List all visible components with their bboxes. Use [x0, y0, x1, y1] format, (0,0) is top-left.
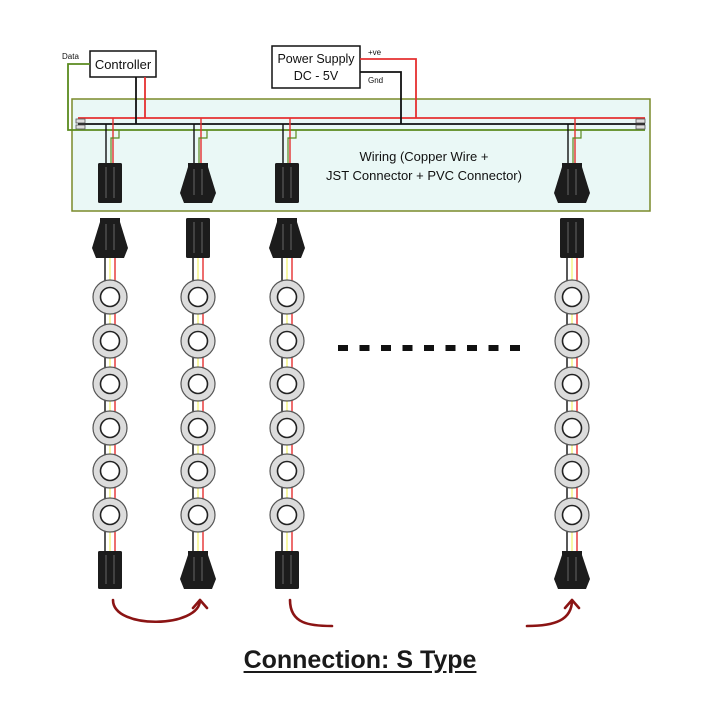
led-strip — [92, 218, 128, 589]
drop-data-wire — [110, 130, 120, 164]
power-supply-voltage: DC - 5V — [294, 69, 339, 83]
controller-label: Controller — [95, 57, 152, 72]
connection-arrow — [525, 598, 574, 628]
diagram-caption: Connection: S Type — [243, 646, 477, 674]
supply-positive-wire — [360, 58, 417, 118]
ellipsis-dot — [488, 345, 499, 351]
ground-label: Gnd — [368, 76, 383, 85]
connection-arrows — [111, 598, 581, 628]
panel-jst-connector — [554, 163, 590, 203]
connection-arrow-out — [288, 598, 334, 628]
drop-data-wire — [287, 130, 297, 164]
ellipsis-dot — [510, 345, 520, 351]
ellipsis-dot — [359, 345, 370, 351]
wiring-panel-label-line1: Wiring (Copper Wire + — [360, 149, 489, 164]
data-label: Data — [62, 52, 79, 61]
strip-top-connector — [92, 218, 128, 258]
ellipsis-dot — [381, 345, 391, 351]
led-strip — [269, 218, 305, 589]
bus-terminal — [635, 124, 646, 130]
led-strips — [92, 218, 590, 589]
strip-bottom-connector — [180, 551, 216, 589]
panel-connectors — [98, 163, 590, 203]
strip-bottom-connector — [275, 551, 299, 589]
power-supply-box: Power Supply DC - 5V — [271, 45, 361, 89]
strip-top-connector — [560, 218, 584, 258]
drop-data-wire — [198, 130, 208, 164]
bus-terminal — [75, 118, 86, 124]
led-strip — [554, 218, 590, 589]
ellipsis-dot — [338, 345, 348, 351]
bus-terminal — [635, 118, 646, 124]
more-strips-ellipsis — [338, 345, 520, 351]
led-strip — [180, 218, 216, 589]
drop-data-wire — [572, 130, 582, 164]
strip-top-connector — [186, 218, 210, 258]
strip-top-connector — [269, 218, 305, 258]
ellipsis-dot — [424, 345, 434, 351]
supply-ground-wire — [360, 71, 402, 124]
ellipsis-dot — [467, 345, 477, 351]
controller-box: Controller — [89, 50, 157, 78]
panel-jst-connector — [98, 163, 122, 203]
wiring-panel-label-line2: JST Connector + PVC Connector) — [326, 168, 522, 183]
bus-wires — [67, 58, 646, 164]
panel-jst-connector — [275, 163, 299, 203]
power-supply-label: Power Supply — [277, 52, 355, 66]
positive-label: +ve — [368, 48, 382, 57]
strip-bottom-connector — [554, 551, 590, 589]
panel-jst-connector — [180, 163, 216, 203]
ellipsis-dot — [445, 345, 456, 351]
bus-terminal — [75, 124, 86, 130]
data-wire — [67, 63, 90, 131]
arrow-head — [563, 598, 581, 610]
ellipsis-dot — [402, 345, 413, 351]
arrow-head — [191, 598, 209, 610]
connection-arrow — [111, 598, 202, 623]
strip-bottom-connector — [98, 551, 122, 589]
